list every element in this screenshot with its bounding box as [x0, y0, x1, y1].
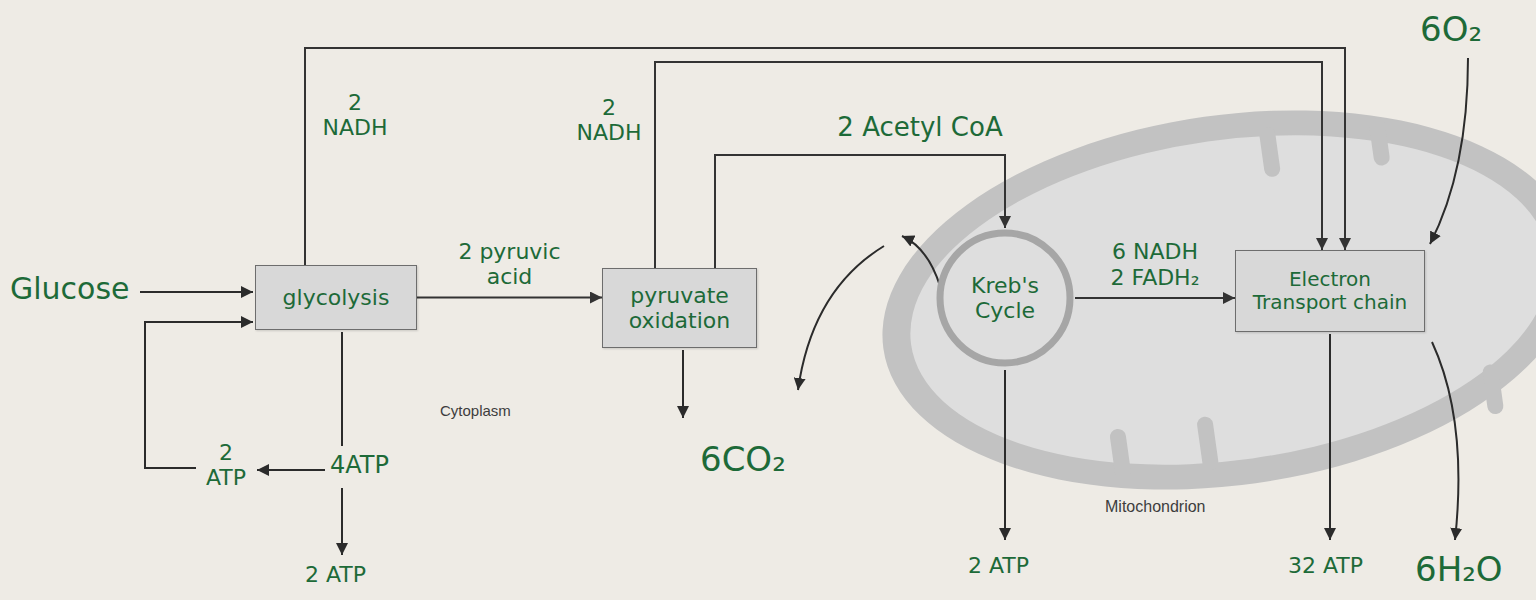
- product-label: 6CO₂: [700, 440, 786, 479]
- crista: [1368, 117, 1391, 167]
- curl-arrow: [798, 246, 884, 390]
- region-label: Mitochondrion: [1105, 498, 1206, 516]
- output-arrow: [682, 350, 684, 418]
- product-label: 2 ATP: [200, 440, 252, 491]
- input-arrow: [140, 291, 253, 293]
- crista: [1258, 126, 1281, 178]
- output-arrow: [1004, 370, 1006, 540]
- feedback-arrow: [145, 322, 253, 468]
- flow-connector: [305, 48, 1345, 265]
- output-arrow: [1329, 334, 1331, 540]
- input-label: 6O₂: [1420, 10, 1482, 49]
- crista: [1109, 428, 1132, 482]
- node-text: Electron Transport chain: [1243, 268, 1417, 314]
- curl-arrow: [902, 236, 940, 286]
- node-text: Kreb's Cycle: [957, 273, 1053, 324]
- edge-label: 2 NADH: [315, 90, 395, 141]
- cycle-ring-stroke: [940, 233, 1070, 363]
- product-label: 6H₂O: [1415, 550, 1503, 589]
- node-text: glycolysis: [283, 285, 390, 310]
- crista: [1482, 363, 1505, 415]
- region-label: Cytoplasm: [440, 402, 511, 419]
- output-line: [341, 332, 343, 446]
- output-arrow: [1432, 342, 1458, 540]
- process-box: pyruvate oxidation: [602, 268, 757, 348]
- process-box: glycolysis: [255, 265, 417, 330]
- product-label: 4ATP: [330, 452, 389, 480]
- product-label: 32 ATP: [1288, 553, 1363, 578]
- edge-label: 6 NADH 2 FADH₂: [1105, 239, 1205, 290]
- cycle-circle: Kreb's Cycle: [935, 228, 1075, 368]
- inner-membrane: [889, 97, 1536, 504]
- flow-connector: [1075, 297, 1235, 299]
- node-text: pyruvate oxidation: [610, 283, 749, 334]
- edge-label: 2 Acetyl CoA: [790, 113, 1050, 143]
- input-label: Glucose: [10, 272, 130, 307]
- edge-label: 2 NADH: [570, 95, 648, 146]
- crista: [1196, 416, 1219, 472]
- flow-connector: [417, 297, 602, 299]
- edge-label: 2 pyruvic acid: [445, 239, 575, 290]
- output-arrow: [341, 488, 343, 555]
- input-arrow: [1430, 58, 1468, 244]
- process-box: Electron Transport chain: [1235, 250, 1425, 332]
- product-label: 2 ATP: [305, 562, 366, 587]
- split-arrow: [257, 469, 325, 471]
- product-label: 2 ATP: [968, 553, 1029, 578]
